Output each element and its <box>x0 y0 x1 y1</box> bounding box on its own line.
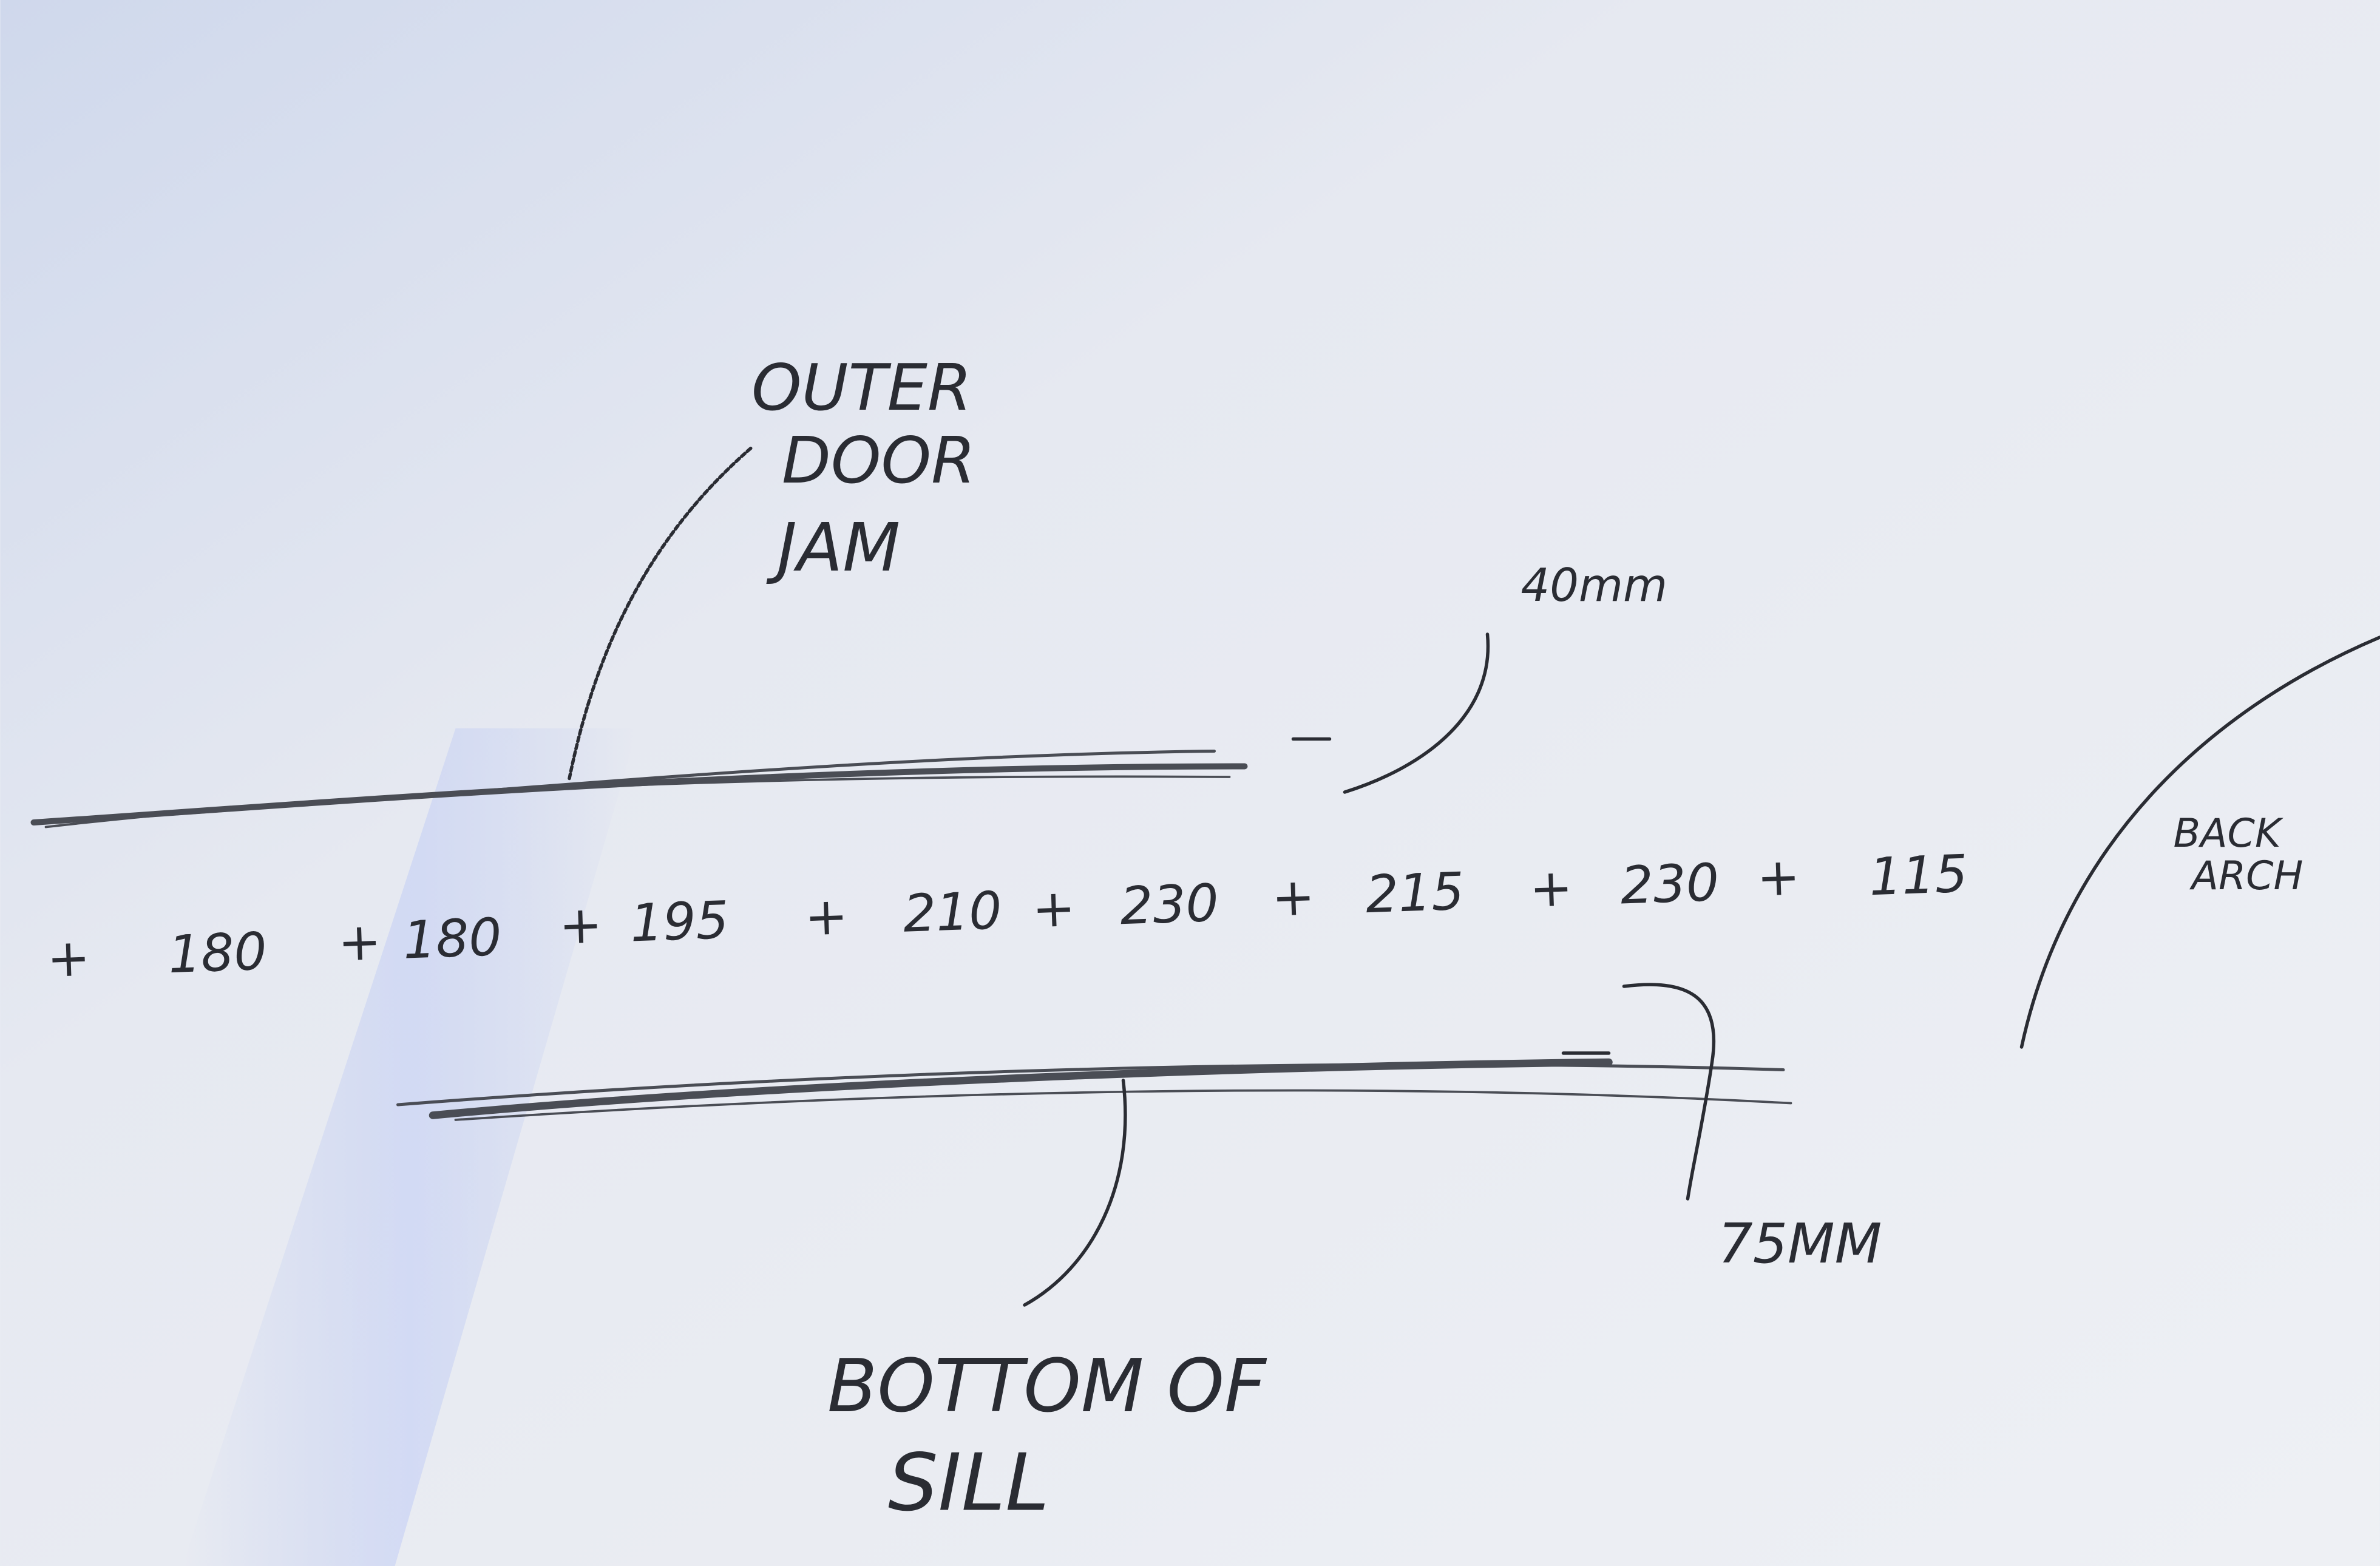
label-bottom-of: BOTTOM OF <box>827 1344 1267 1429</box>
label-arch: ARCH <box>2189 853 2304 899</box>
plus-sign: + <box>558 895 603 956</box>
top-gap-label: 40mm <box>1521 558 1668 612</box>
light-glare <box>182 728 638 1566</box>
measurement-row: + 180 + 180 + 195 + 210 + 230 + 215 + 23… <box>46 844 1969 989</box>
label-door: DOOR <box>782 424 975 498</box>
top-gap-leader <box>1343 632 1490 794</box>
back-arch-curve <box>2019 636 2380 1049</box>
label-jam: JAM <box>766 509 901 586</box>
measurement-value: 115 <box>1868 844 1969 908</box>
outer-door-jam-label: OUTER DOOR JAM <box>751 351 975 586</box>
sill-leader <box>1023 1079 1127 1307</box>
measurement-value: 210 <box>902 881 1003 944</box>
plus-sign: + <box>1528 858 1574 919</box>
door-jam-line <box>30 750 1248 829</box>
label-sill: SILL <box>888 1437 1049 1529</box>
plus-sign: + <box>1270 867 1316 928</box>
door-jam-leader <box>568 446 753 781</box>
back-arch-label: BACK ARCH <box>2174 811 2304 899</box>
plus-sign: + <box>46 928 92 989</box>
plus-sign: + <box>1756 847 1802 908</box>
measurement-value: 215 <box>1365 862 1465 926</box>
plus-sign: + <box>1031 878 1077 940</box>
measurement-value: 230 <box>1119 873 1220 937</box>
plus-sign: + <box>337 912 382 973</box>
plus-sign: + <box>804 886 849 947</box>
measurement-value: 230 <box>1619 853 1720 917</box>
measurement-value: 180 <box>402 907 503 971</box>
bottom-gap-bracket <box>1622 983 1716 1201</box>
label-outer: OUTER <box>751 351 972 425</box>
bottom-of-sill-label: BOTTOM OF SILL <box>827 1344 1267 1529</box>
measurement-value: 180 <box>168 921 268 985</box>
measurement-value: 195 <box>629 890 730 954</box>
sill-line <box>396 1058 1792 1121</box>
bottom-gap-label: 75MM <box>1718 1212 1882 1276</box>
label-back: BACK <box>2174 811 2283 856</box>
